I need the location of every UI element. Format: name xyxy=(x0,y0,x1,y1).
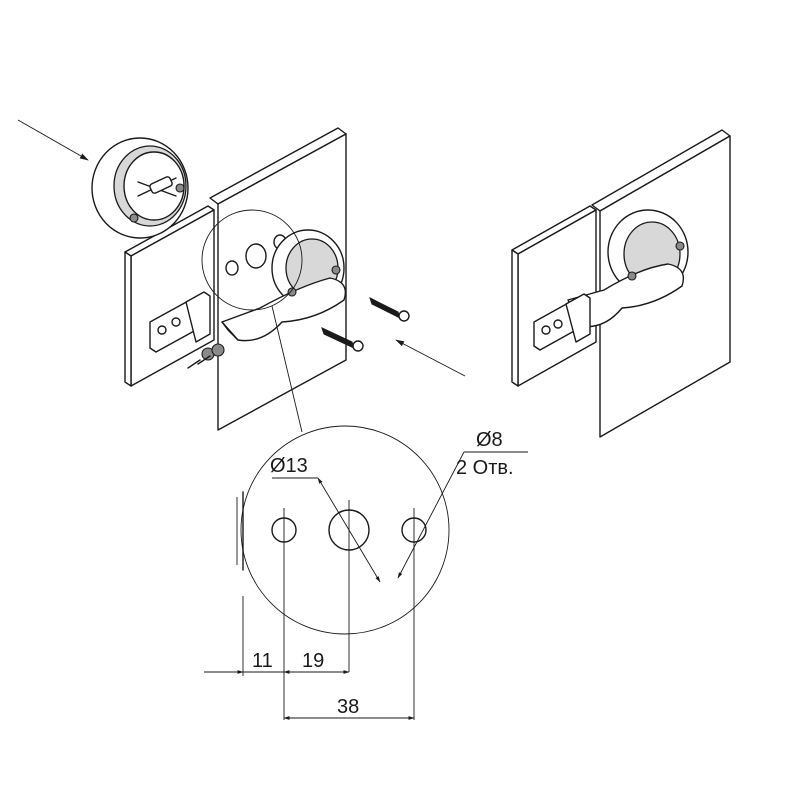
right-assembly-assembled xyxy=(511,129,731,438)
dimension-19-label: 19 xyxy=(302,650,324,672)
screw-direction-arrow xyxy=(395,339,466,377)
small-holes-count-label: 2 Отв. xyxy=(456,457,514,479)
dimension-38: 38 xyxy=(283,696,415,720)
dimension-38-label: 38 xyxy=(337,696,359,718)
rosette-direction-arrow xyxy=(17,119,89,161)
detail-view: Ø13 Ø8 2 Отв. 11 19 38 xyxy=(204,425,528,720)
glass-holes xyxy=(225,234,287,276)
strike-plate-right xyxy=(533,293,591,351)
dimension-11-label: 11 xyxy=(252,650,273,672)
left-assembly-exploded xyxy=(17,119,466,433)
large-hole-diameter-leader: Ø13 xyxy=(270,455,381,583)
long-screws xyxy=(321,297,410,352)
dimension-11-19: 11 19 xyxy=(204,650,350,674)
round-rosette xyxy=(91,137,189,239)
magnifier-circle-small xyxy=(201,209,303,311)
strike-plate xyxy=(149,291,211,353)
small-screws xyxy=(187,343,225,369)
detail-circle xyxy=(240,425,450,635)
magnifier-leader xyxy=(271,305,303,433)
latch-handle-right xyxy=(567,209,689,328)
small-holes-diameter-leader: Ø8 2 Отв. xyxy=(397,429,528,579)
large-hole-diameter-label: Ø13 xyxy=(270,455,308,477)
latch-handle xyxy=(221,229,347,342)
small-holes-diameter-label: Ø8 xyxy=(476,429,503,451)
